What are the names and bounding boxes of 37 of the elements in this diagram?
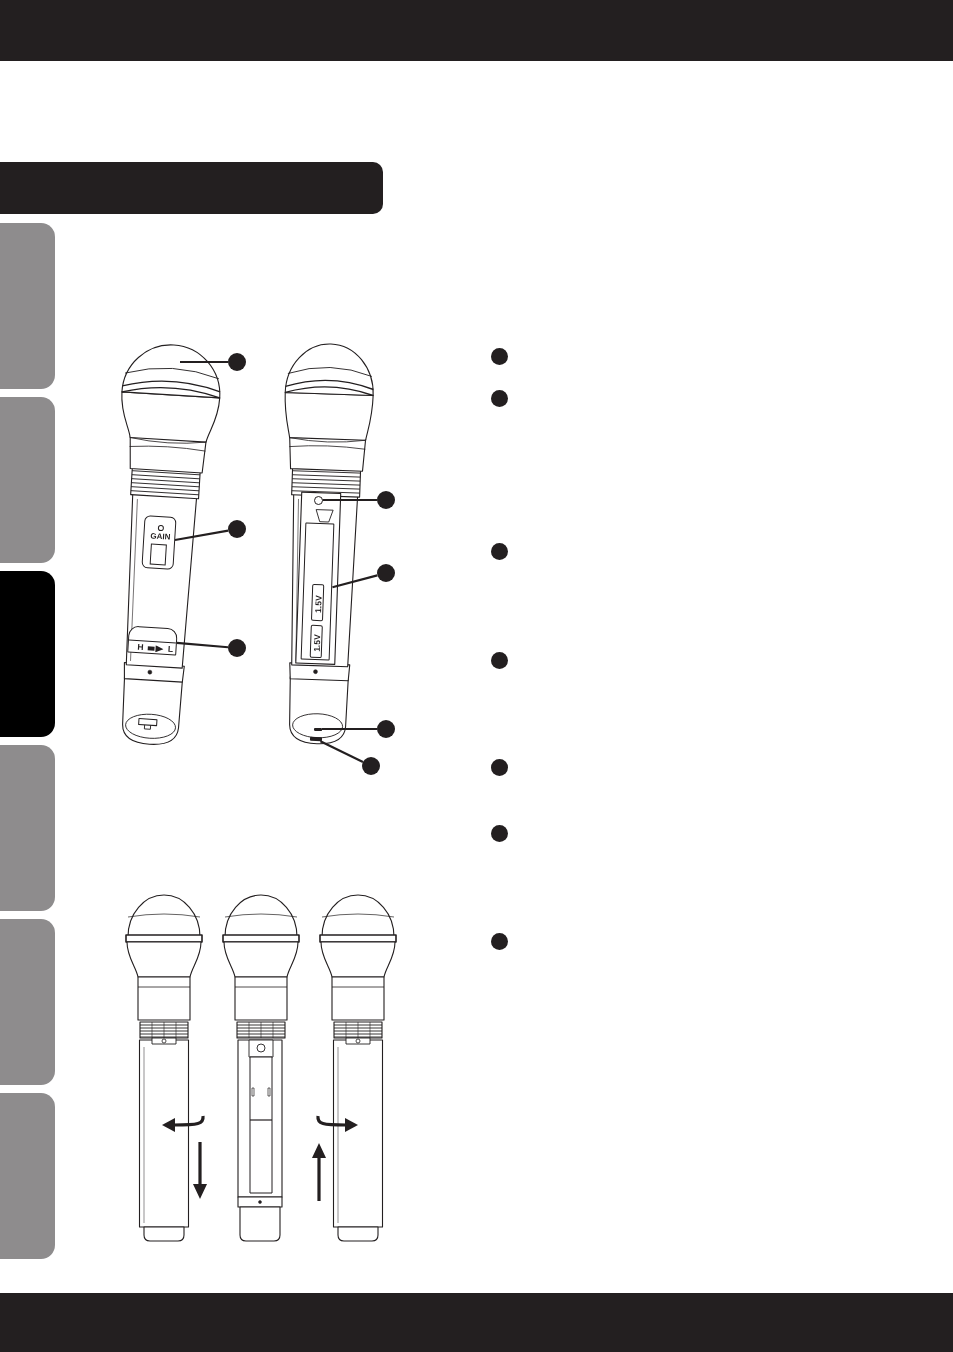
control-label: H — [137, 643, 144, 652]
leader-line — [332, 574, 378, 589]
section-tab — [0, 1093, 55, 1259]
battery-label: 1.5V — [314, 594, 324, 613]
indicator-light — [313, 495, 323, 505]
section-tab — [0, 919, 55, 1085]
leader-line — [176, 641, 229, 649]
control-label: L — [167, 644, 174, 654]
callout-dot — [228, 520, 246, 538]
section-tab — [0, 571, 55, 737]
control-label: GAIN — [149, 532, 171, 543]
section-tab — [0, 223, 55, 389]
callout-dot — [490, 824, 508, 842]
leader-line — [322, 498, 377, 502]
title-bar — [0, 162, 383, 214]
battery — [311, 583, 325, 621]
callout-dot — [362, 757, 380, 775]
battery-label: 1.5V — [312, 633, 323, 652]
callout-dot — [490, 347, 508, 365]
leader-line — [319, 740, 364, 763]
callout-dot — [490, 389, 508, 407]
callout-dot — [228, 639, 246, 657]
callout-dot — [490, 542, 508, 560]
callout-dot — [490, 932, 508, 950]
battery — [310, 624, 324, 658]
callout-dot — [377, 720, 395, 738]
section-tab — [0, 745, 55, 911]
slide-switch — [309, 736, 323, 742]
section-tab — [0, 397, 55, 563]
callout-dot — [228, 353, 246, 371]
slot-mark — [313, 727, 323, 731]
callout-dot — [377, 564, 395, 582]
callout-dot — [490, 651, 508, 669]
callout-dot — [377, 491, 395, 509]
leader-line — [322, 727, 377, 731]
leader-line — [180, 360, 228, 364]
callout-dot — [490, 758, 508, 776]
